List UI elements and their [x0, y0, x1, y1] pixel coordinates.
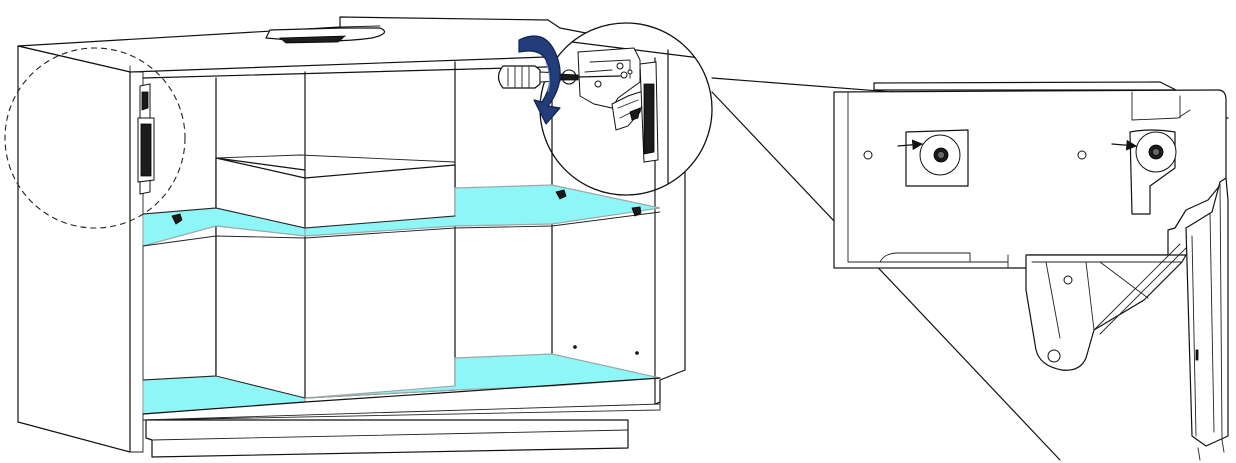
- shelf-clip-right: [631, 206, 642, 217]
- screw-icon-right: [1148, 144, 1164, 160]
- hinge-detail-view: [833, 81, 1229, 461]
- upper-glass-shelf: [142, 184, 661, 247]
- cabinet-interior: [142, 51, 686, 405]
- lower-shelf-right: [304, 353, 661, 399]
- hinge-arm-zoom: [639, 61, 659, 163]
- screw-icon: [933, 147, 949, 163]
- cabinet-plinth: [145, 401, 661, 458]
- zoom-circle: [539, 22, 713, 196]
- center-drawer-box: [215, 154, 456, 399]
- door-edge: [1185, 177, 1229, 461]
- cabinet-top-panel: [17, 16, 686, 73]
- detail-circle-left: [4, 47, 186, 229]
- shelf-clip-left: [171, 213, 183, 225]
- rotate-arrow-icon: [518, 35, 561, 125]
- callout-line-bottom: [711, 91, 1061, 461]
- left-hinge: [137, 83, 155, 195]
- mounting-plate: [833, 89, 1227, 269]
- hinge-lower-arm: [1025, 243, 1187, 371]
- cabinet: [17, 16, 686, 458]
- cabinet-left-side: [17, 45, 131, 453]
- hinge-plate: [577, 47, 647, 131]
- shelf-clip-rear: [555, 189, 567, 200]
- lower-glass-shelf: [142, 345, 661, 421]
